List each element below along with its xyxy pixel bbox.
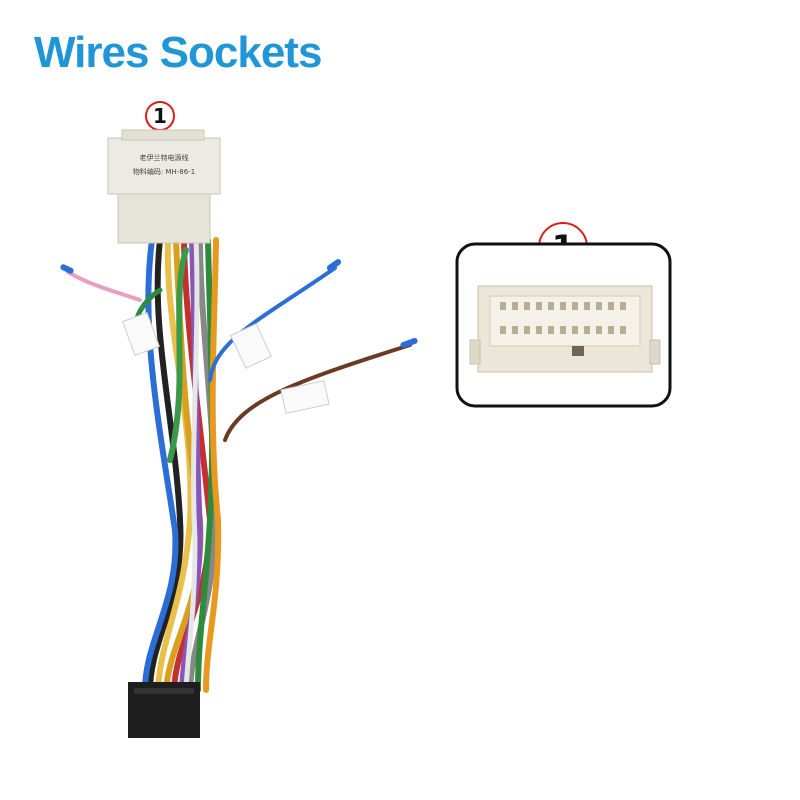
wire-tags <box>121 311 330 414</box>
page-title: Wires Sockets <box>34 28 322 77</box>
wire-tips <box>60 259 418 349</box>
socket-view-panel <box>455 242 672 408</box>
connector-number-badge: 1 <box>145 101 175 131</box>
connector-label-line2: 物料编码: MH-86-1 <box>133 167 195 176</box>
connector-label-line1: 老伊兰特电源线 <box>140 153 189 162</box>
black-connector <box>128 682 200 738</box>
socket-pins <box>500 302 626 334</box>
white-connector: 老伊兰特电源线 物料编码: MH-86-1 <box>107 129 221 244</box>
wire-bundle <box>142 237 222 693</box>
